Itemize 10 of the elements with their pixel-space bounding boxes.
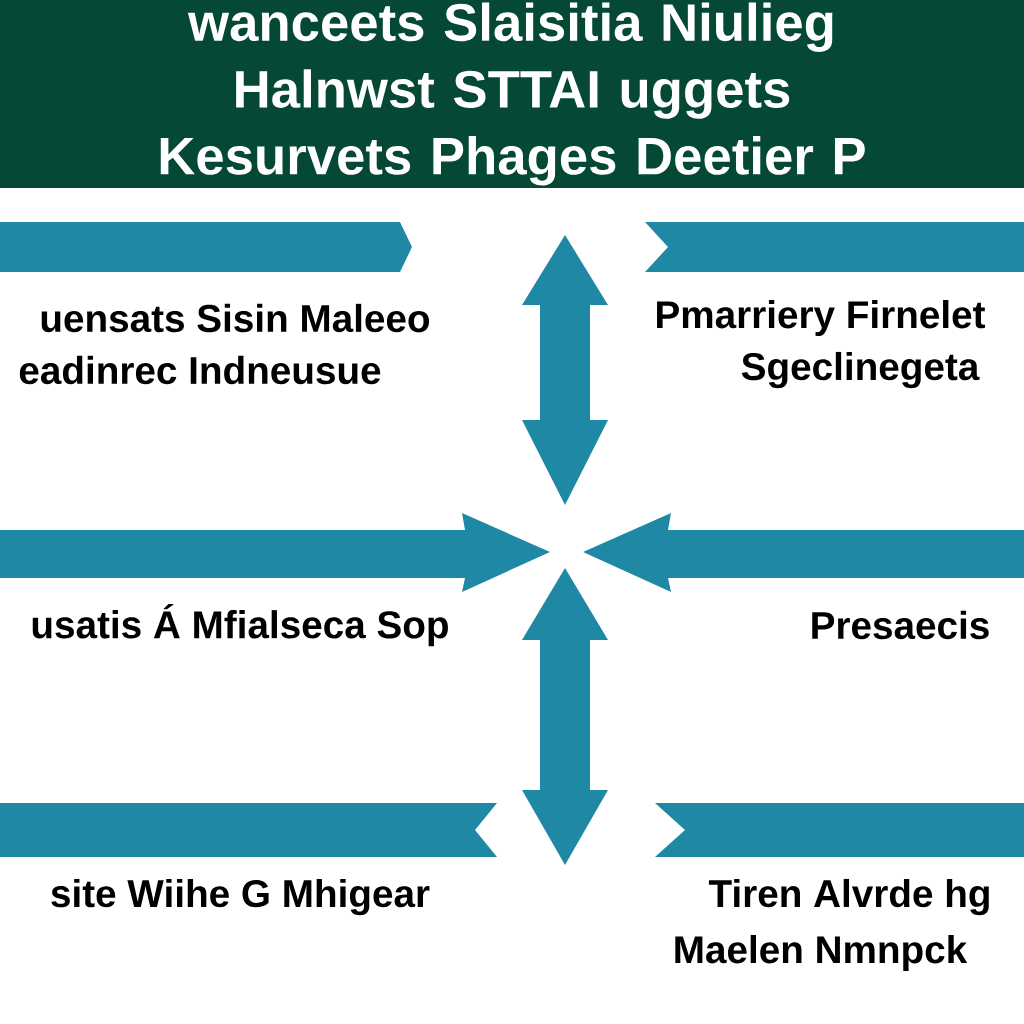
- text-label: site Wiihe G Mhigear: [51, 878, 430, 916]
- title-banner: wanceets Slaisitia Niulieg Halnwst STTAI uggets Kesurvets Phages Deetier P: [0, 0, 1024, 188]
- text-label: usatis Á Mfialseca Sop: [32, 603, 448, 647]
- text-label: Sgeclinegeta: [741, 351, 980, 389]
- text-label: Pmarriery Firnelet: [657, 300, 986, 336]
- text-label: Maelen Nmnpck: [675, 935, 968, 971]
- text-label: Tiren Alvrde hg: [708, 878, 989, 916]
- text-label: uensats Sisin Maleeo: [41, 303, 430, 333]
- text-label: eadinrec Indneusue: [19, 355, 381, 385]
- text-label: Presaecis: [812, 610, 989, 640]
